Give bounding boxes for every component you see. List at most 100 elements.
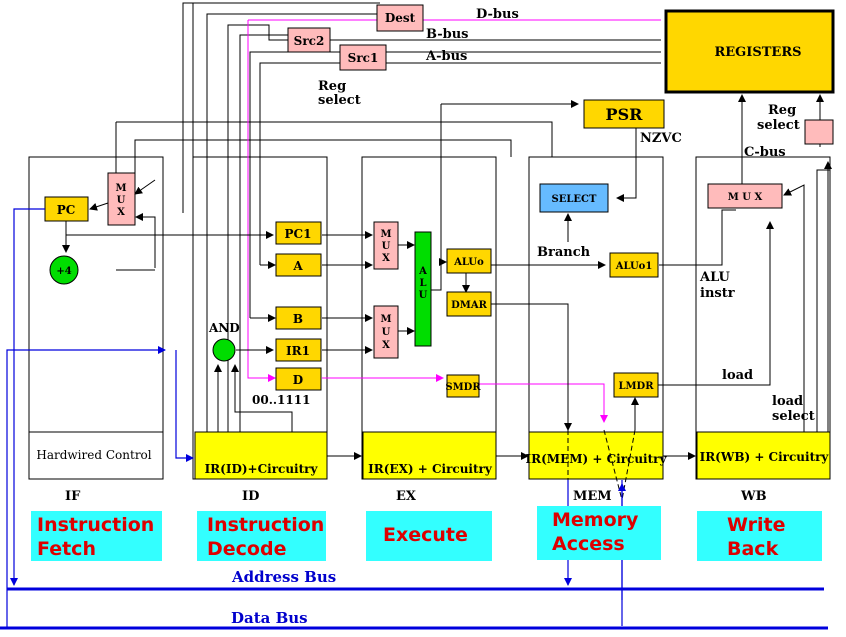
a-register [275,253,322,277]
if-title-2: Fetch [37,538,96,560]
ex-ir-label: IR(EX) + Circuitry [368,462,493,476]
dmar-register [446,291,492,317]
dest-register [376,4,424,32]
data-bus-label: Data Bus [231,609,308,627]
b-label: B [293,312,303,326]
and-label: AND [208,321,240,335]
reg-select-box [804,119,834,145]
if-short: IF [65,489,81,504]
plus4-adder [49,255,79,285]
ex-mux-bottom-m: M [380,314,391,325]
if-mux-m: M [115,183,126,194]
ex-ir-block [362,431,497,480]
aluo1-register [609,252,659,278]
src2-register [287,27,331,53]
ex-mux-bottom-x: X [382,340,390,351]
ir1-register [275,338,322,362]
wb-ir-label: IR(WB) + Circuitry [700,450,830,464]
ex-short: EX [396,489,417,504]
if-mux-x: X [117,207,125,218]
ir1-label: IR1 [286,344,310,358]
if-title-box [31,511,162,561]
mem-ir-label: IR(MEM) + Circuitry [526,452,668,466]
pc-label: PC [57,203,76,217]
load-select-label-1: load [772,394,803,409]
psr-label: PSR [606,105,644,124]
registers-label: REGISTERS [714,45,801,60]
src1-label: Src1 [348,51,379,65]
b-register [275,306,322,330]
wb-mux [707,183,783,209]
select-block [539,183,609,213]
reg-select-right-1: Reg [768,103,796,118]
wb-title-box [697,511,822,561]
hardwired-label: Hardwired Control [36,448,151,462]
wb-title-2: Back [727,538,779,560]
alu-instr-label-1: ALU [699,270,731,285]
alu-u: U [419,290,428,301]
ex-mux-bottom [373,305,399,359]
nzvc-label: NZVC [640,131,682,146]
b-bus-label: B-bus [426,27,469,42]
if-mux-u: U [117,195,126,206]
aluo1-label: ALUo1 [615,261,653,272]
mem-ir-block [528,431,664,480]
d-label: D [293,373,303,387]
lmdr-label: LMDR [618,381,654,392]
id-ir-label: IR(ID)+Circuitry [205,462,319,476]
wb-mux-label: M U X [728,192,763,203]
lmdr-register [613,372,659,398]
wb-ir-block [696,431,831,480]
registers-block [664,9,835,94]
alu-a: A [418,266,427,277]
alu-l: L [419,278,426,289]
id-title-1: Instruction [207,514,324,536]
pc1-label: PC1 [285,227,312,241]
d-bus-label: D-bus [476,7,519,22]
alu-block [414,231,432,347]
id-title-box [197,511,326,561]
smdr-label: SMDR [445,382,481,393]
alu-instr-label-2: instr [700,286,735,301]
load-select-label-2: select [772,409,815,424]
id-short: ID [242,489,259,504]
reg-select-top-label-1: Reg [318,79,346,94]
src2-label: Src2 [294,34,325,48]
ex-title-box [366,511,492,561]
dest-label: Dest [385,11,416,25]
wb-short: WB [740,489,767,504]
if-title-1: Instruction [37,514,154,536]
address-bus-label: Address Bus [231,568,336,586]
ex-mux-bottom-u: U [382,327,391,338]
c-bus-label: C-bus [744,145,786,160]
mem-title-2: Access [552,533,625,555]
ex-mux-top-x: X [382,253,390,264]
ex-mux-top-u: U [382,241,391,252]
d-register [275,367,322,391]
aluo-register [446,248,492,274]
src1-register [339,44,387,71]
if-stage-box [28,156,164,480]
a-label: A [292,259,303,273]
id-ir-block [194,431,328,480]
branch-label: Branch [537,245,591,260]
mem-short: MEM [573,489,612,504]
pc-register [44,196,89,222]
pc1-register [275,221,322,245]
select-label: SELECT [552,194,597,205]
and-gate [212,338,236,362]
wb-title-1: Write [727,514,785,536]
smdr-register [446,374,480,398]
dmar-label: DMAR [451,300,488,311]
psr-register [583,99,665,129]
mem-title-box [537,506,661,560]
ex-title-1: Execute [383,524,468,546]
const-label: 00..1111 [252,393,310,407]
a-bus-label: A-bus [425,49,467,64]
if-mux [107,172,136,226]
ex-mux-top-m: M [380,229,391,240]
mem-title-1: Memory [552,509,639,531]
plus4-label: +4 [56,266,71,277]
